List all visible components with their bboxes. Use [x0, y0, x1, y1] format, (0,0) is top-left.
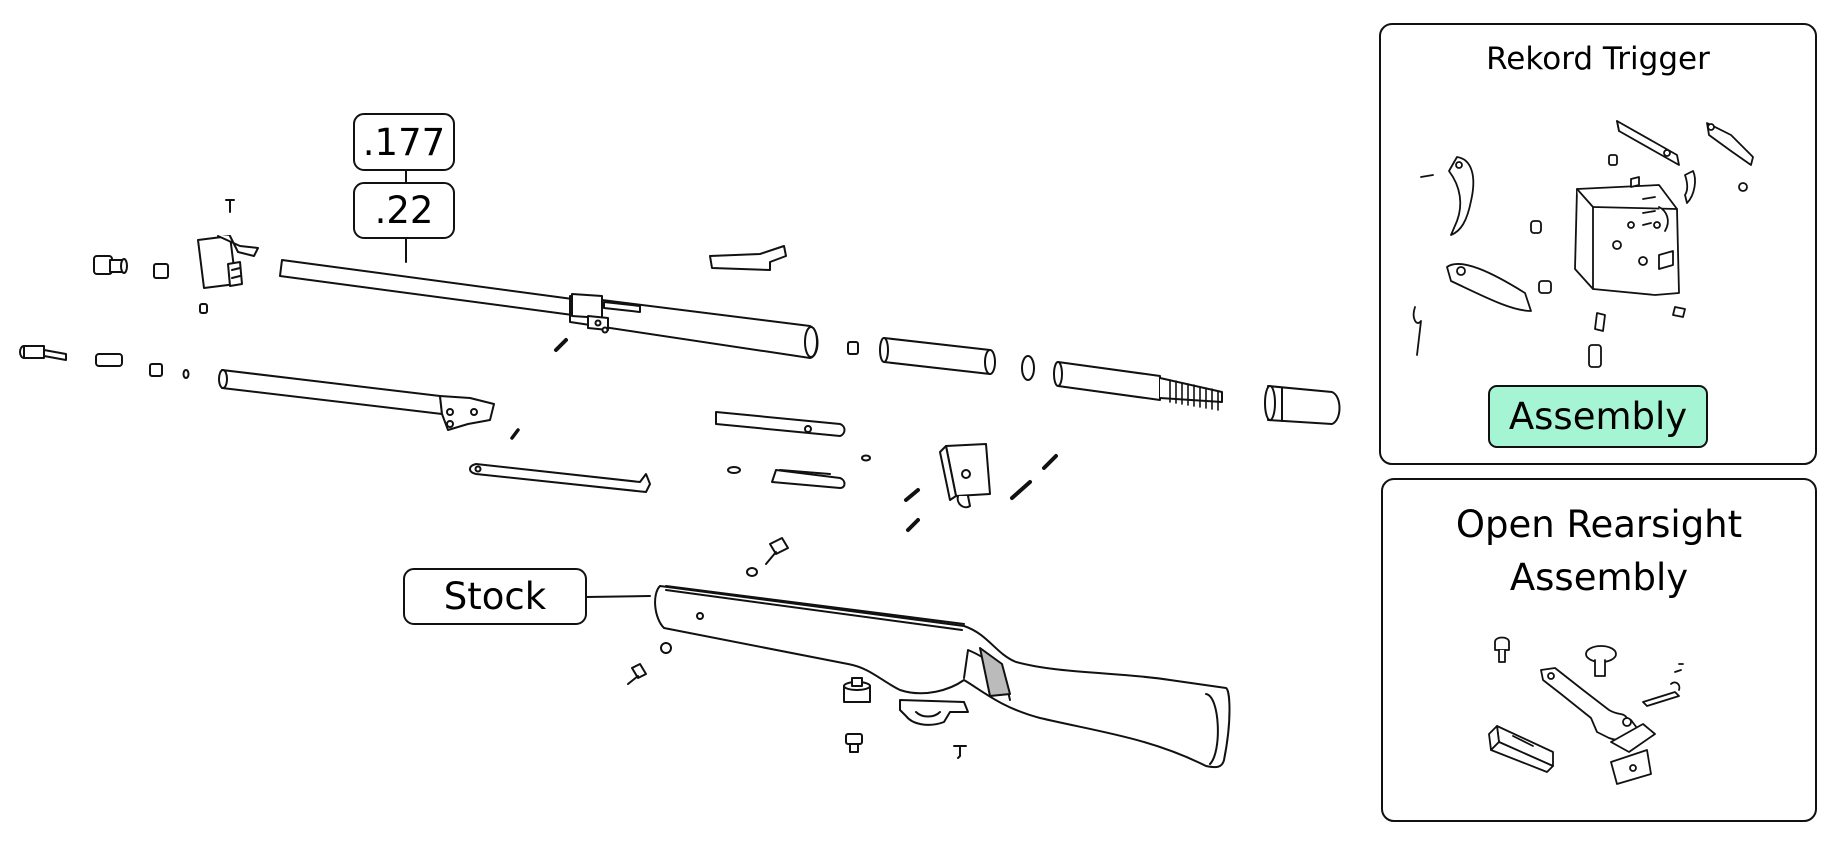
pin-6 — [906, 518, 920, 532]
latch — [709, 245, 787, 271]
washer-b — [182, 369, 190, 379]
rekord-trigger-panel: Rekord Trigger Assembly — [1379, 23, 1817, 465]
seal — [1021, 355, 1035, 381]
pin-3 — [1042, 454, 1058, 470]
rekord-trigger-drawing — [1412, 120, 1754, 368]
pin-1 — [554, 338, 568, 352]
breech-plug — [93, 255, 128, 275]
callout-stock[interactable]: Stock — [403, 568, 587, 625]
open-rearsight-title: Open Rearsight Assembly — [1383, 498, 1815, 604]
rail — [469, 463, 651, 493]
compression-cylinder — [879, 337, 996, 375]
pin-5 — [904, 488, 920, 502]
open-rearsight-title-line1: Open Rearsight — [1455, 503, 1743, 546]
trigger-guard — [899, 699, 969, 726]
stock — [654, 585, 1231, 769]
spring-b — [95, 353, 123, 367]
stock-nut — [843, 677, 871, 703]
open-rearsight-drawing — [1488, 636, 1684, 785]
callout-22[interactable]: .22 — [353, 182, 455, 239]
stock-screw-1 — [765, 537, 789, 565]
safety-slide-b — [779, 469, 831, 475]
spring-small — [727, 466, 741, 474]
safety-slide — [771, 469, 846, 489]
open-rearsight-panel: Open Rearsight Assembly — [1381, 478, 1817, 822]
nut — [847, 341, 859, 355]
pin-4 — [1010, 480, 1032, 500]
piston — [1053, 361, 1223, 411]
front-sight-pin — [199, 303, 208, 314]
rekord-trigger-title: Rekord Trigger — [1486, 41, 1710, 77]
trigger-unit — [939, 443, 991, 509]
end-cap — [1264, 385, 1341, 425]
stock-washer-2 — [660, 642, 672, 654]
trigger-plate — [715, 411, 846, 437]
barrel — [279, 259, 819, 359]
washer-a — [149, 363, 163, 377]
stock-screw-2 — [627, 663, 647, 685]
pin-2 — [510, 428, 520, 440]
stock-washer — [746, 567, 758, 577]
guard-screw — [845, 733, 863, 753]
cocking-lever — [218, 369, 495, 431]
trigger-assembly-button[interactable]: Assembly — [1488, 385, 1708, 448]
front-sight — [197, 235, 259, 289]
exploded-parts-diagram — [19, 170, 1341, 769]
spring-a — [153, 263, 169, 279]
guard-screw-small — [953, 745, 967, 759]
screw-small — [861, 454, 871, 462]
axle-bolt — [19, 345, 67, 361]
callout-177[interactable]: .177 — [353, 113, 455, 171]
front-sight-screw — [225, 199, 235, 213]
open-rearsight-title-line2: Assembly — [1509, 556, 1689, 599]
leader-stock — [585, 595, 651, 598]
